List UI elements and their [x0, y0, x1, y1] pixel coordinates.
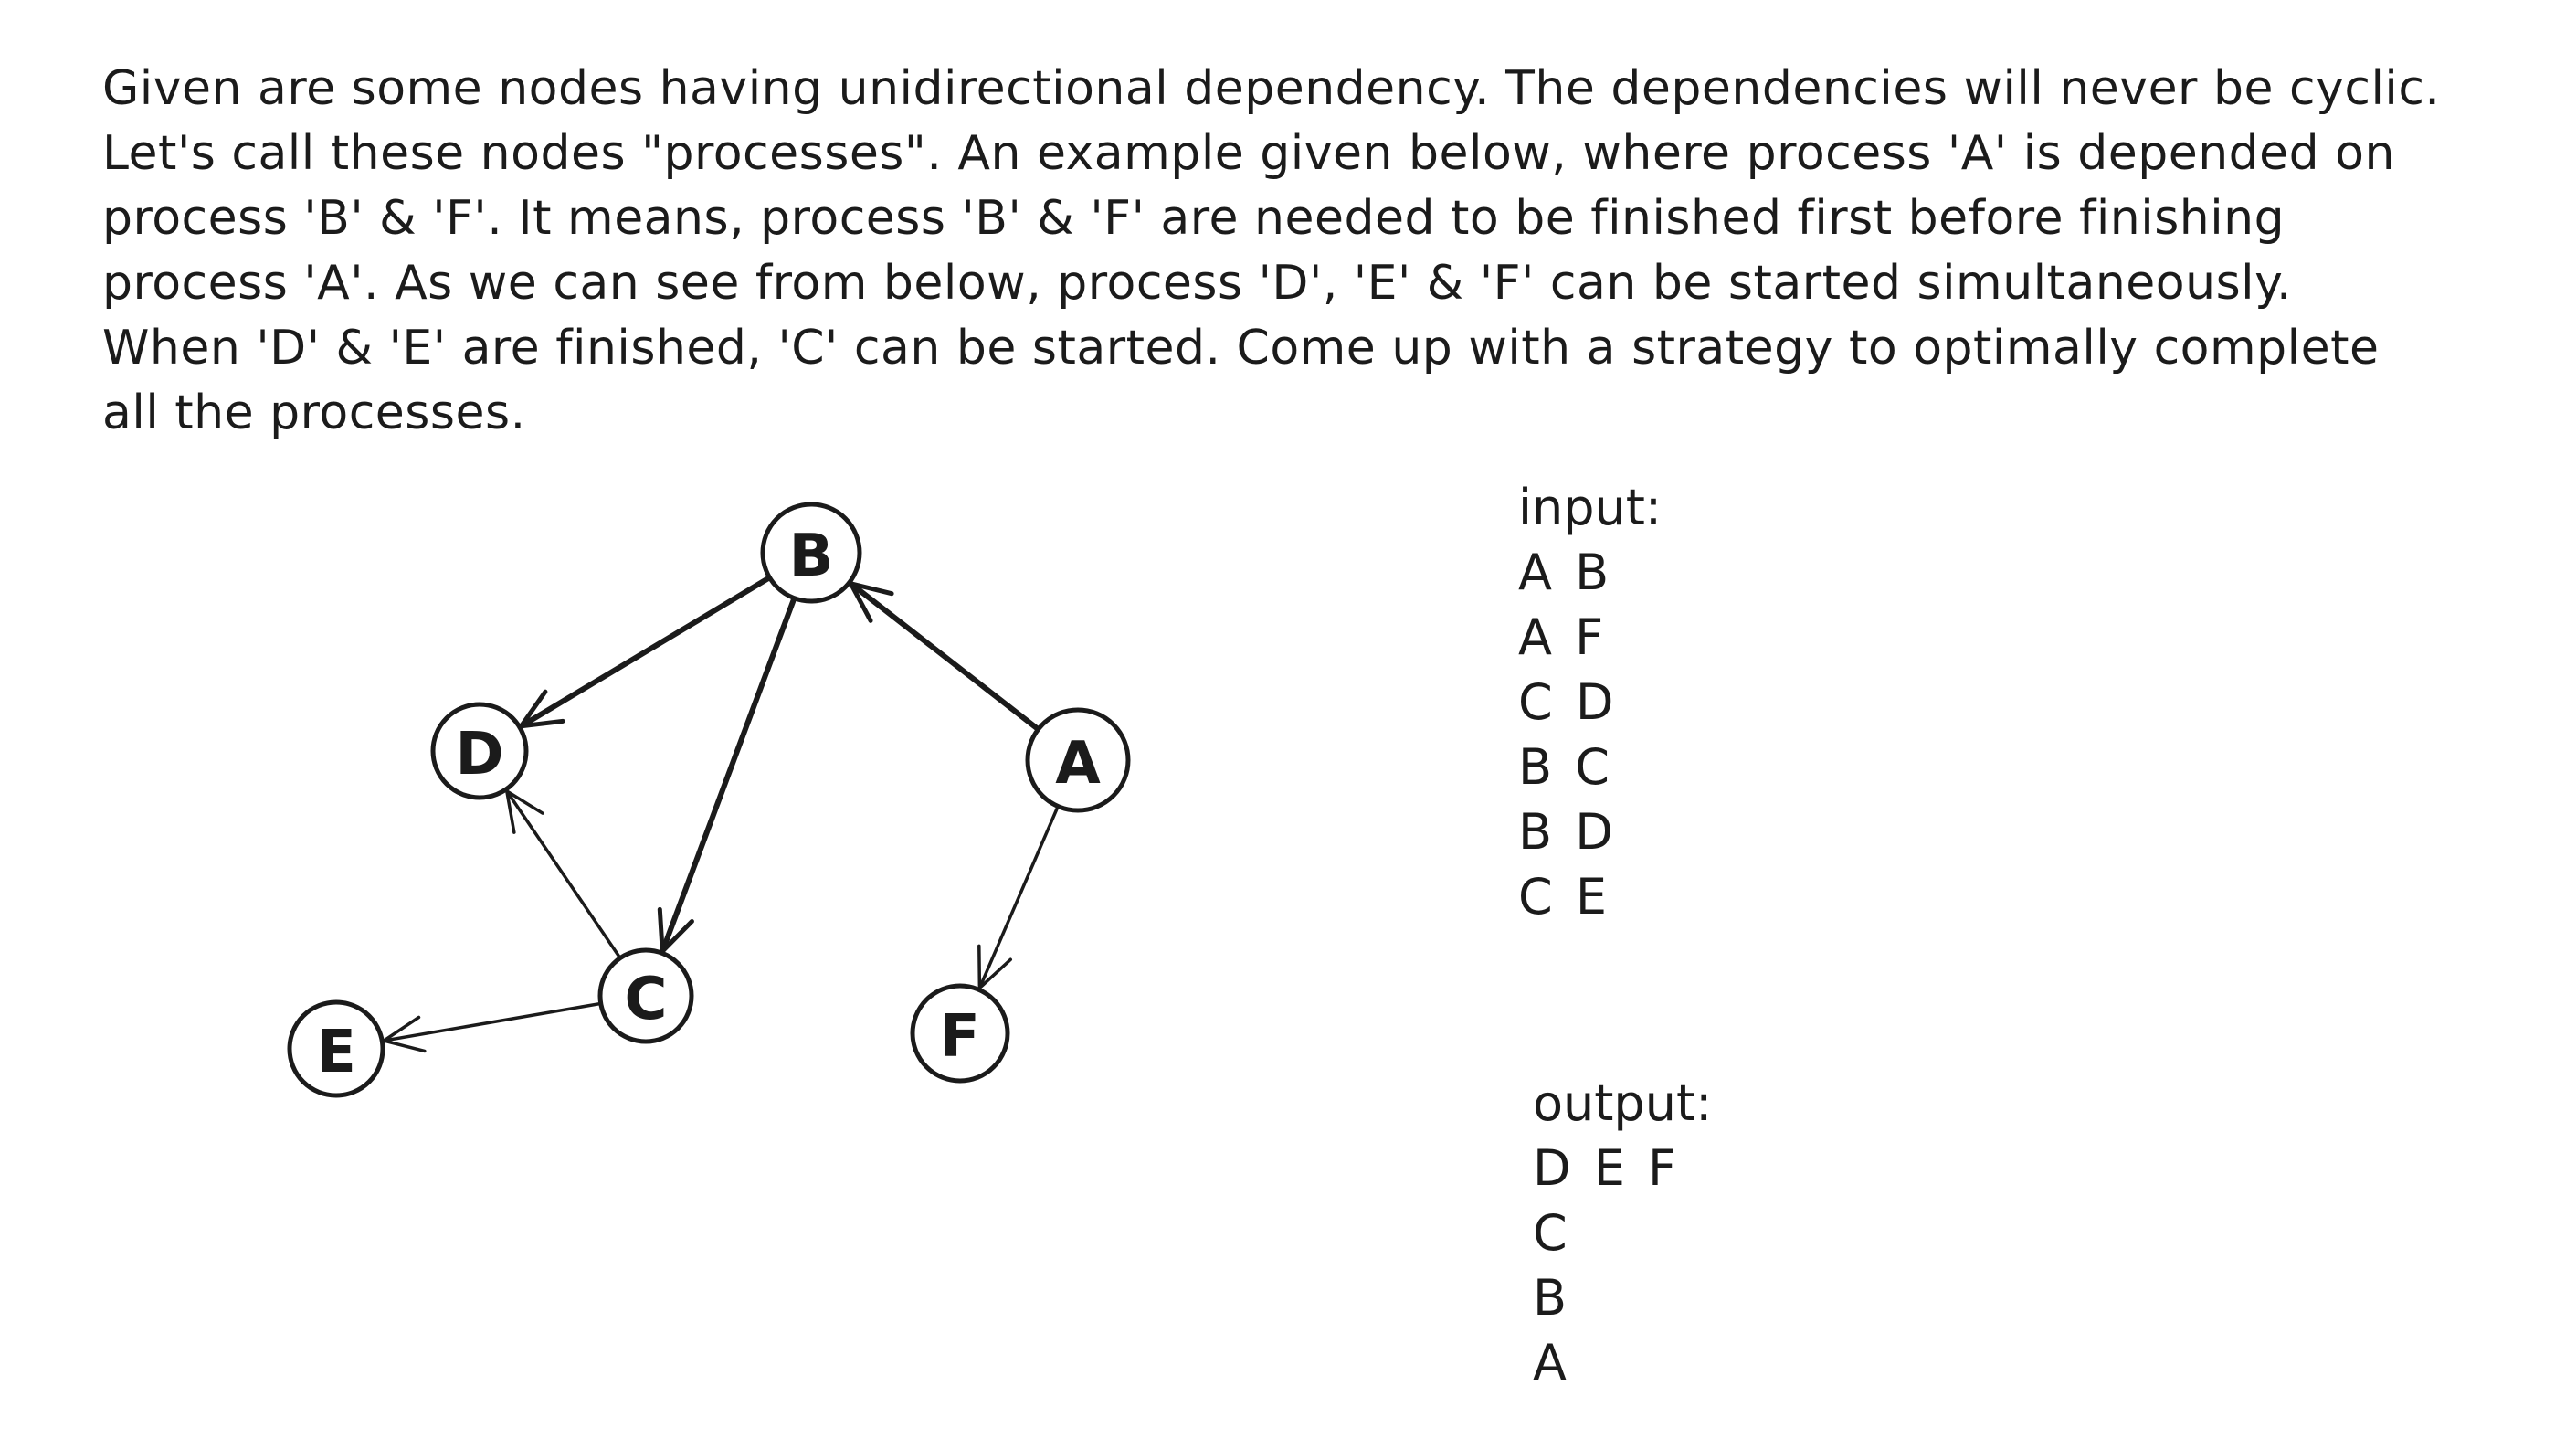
- edge-a-to-f: [977, 804, 1060, 990]
- edge-c-to-e: [382, 1001, 603, 1053]
- edge-line: [382, 1001, 603, 1042]
- input-title: input:: [1518, 479, 1663, 536]
- node-e-label: E: [316, 1019, 356, 1086]
- description-line: process 'A'. As we can see from below, p…: [102, 256, 2292, 311]
- edge-line: [848, 580, 1041, 733]
- input-row: B C: [1518, 738, 1613, 796]
- node-a-label: A: [1055, 730, 1101, 798]
- description-line: When 'D' & 'E' are finished, 'C' can be …: [102, 321, 2380, 375]
- node-e-circle: [287, 999, 385, 1098]
- node-c-label: C: [625, 966, 668, 1033]
- edge-a-to-b: [848, 580, 1041, 733]
- node-b: B: [760, 502, 862, 604]
- output-title: output:: [1533, 1074, 1713, 1132]
- node-d-circle: [430, 702, 529, 800]
- graph-edges: [382, 575, 1060, 1053]
- edge-line: [660, 595, 797, 955]
- output-row: B: [1533, 1269, 1571, 1327]
- node-c-circle: [597, 947, 694, 1044]
- node-f-circle: [910, 983, 1010, 1084]
- description-line: Let's call these nodes "processes". An e…: [102, 126, 2395, 181]
- input-panel: input: A B A F C D B C B D C E: [1518, 475, 1662, 929]
- output-panel: output: D E F C B A: [1533, 1071, 1712, 1395]
- description-line: Given are some nodes having unidirection…: [102, 61, 2441, 116]
- edge-line: [977, 804, 1060, 990]
- input-row: B D: [1518, 803, 1617, 861]
- node-b-circle: [760, 502, 862, 604]
- description-line: all the processes.: [102, 386, 526, 440]
- node-d-label: D: [455, 721, 503, 788]
- node-a: A: [1025, 707, 1131, 813]
- output-row: D E F: [1533, 1139, 1681, 1197]
- edge-b-to-c: [657, 595, 797, 955]
- description-line: process 'B' & 'F'. It means, process 'B'…: [102, 191, 2286, 246]
- edge-line: [518, 575, 773, 729]
- node-a-circle: [1025, 707, 1131, 813]
- input-row: C E: [1518, 868, 1610, 925]
- node-b-label: B: [789, 523, 834, 590]
- arrowhead: [518, 689, 565, 729]
- edge-line: [505, 789, 622, 960]
- input-row: A B: [1518, 544, 1613, 601]
- graph-nodes: B D A C E F: [287, 502, 1131, 1098]
- edge-b-to-d: [518, 575, 773, 729]
- node-c: C: [597, 947, 694, 1044]
- edge-c-to-d: [505, 789, 622, 960]
- output-row: C: [1533, 1204, 1571, 1262]
- node-e: E: [287, 999, 385, 1098]
- problem-description: Given are some nodes having unidirection…: [102, 57, 2569, 446]
- node-f-label: F: [940, 1003, 980, 1071]
- output-row: A: [1533, 1334, 1570, 1391]
- node-f: F: [910, 983, 1010, 1084]
- input-row: A F: [1518, 608, 1608, 666]
- node-d: D: [430, 702, 529, 800]
- input-row: C D: [1518, 673, 1618, 731]
